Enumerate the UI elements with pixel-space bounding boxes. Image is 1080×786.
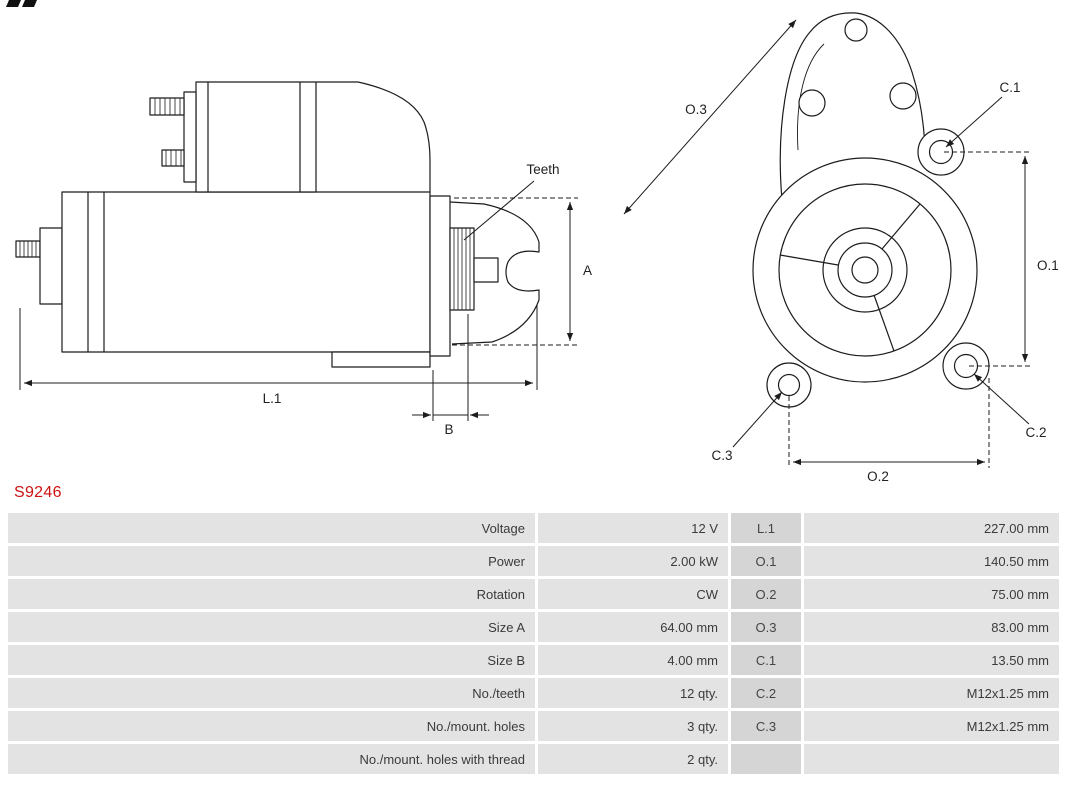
spec-dim-label: C.1 [731,645,801,675]
label-dim-o3: O.3 [685,102,707,117]
spec-value: 12 qty. [538,678,728,708]
spec-row-size-a: Size A 64.00 mm O.3 83.00 mm [8,612,1072,642]
solenoid-terminal [161,149,185,167]
brand-logo [6,0,37,7]
label-teeth: Teeth [526,162,559,177]
spec-dim-value: 75.00 mm [804,579,1059,609]
spec-dim-label: O.1 [731,546,801,576]
technical-drawing: Teeth A L.1 B [6,0,1059,482]
spec-row-mount-holes-thread: No./mount. holes with thread 2 qty. [8,744,1072,774]
spec-label: No./mount. holes with thread [8,744,535,774]
part-number: S9246 [14,484,62,501]
spec-value: 2.00 kW [538,546,728,576]
spec-dim-value: 227.00 mm [804,513,1059,543]
spec-dim-value: 140.50 mm [804,546,1059,576]
housing-hole-top [844,18,868,42]
spec-dim-label: C.2 [731,678,801,708]
mounting-flange [429,195,451,357]
spec-label: Size B [8,645,535,675]
spec-value: 12 V [538,513,728,543]
label-dim-c3: C.3 [711,448,732,463]
spec-label: Voltage [8,513,535,543]
flange-face [752,157,978,383]
spec-label: No./teeth [8,678,535,708]
side-view [15,81,540,368]
label-dim-o1: O.1 [1037,258,1059,273]
spec-label: Power [8,546,535,576]
spec-table: Voltage 12 V L.1 227.00 mm Power 2.00 kW… [8,513,1072,774]
mounting-hole-c3 [777,373,801,397]
pinion-shaft [473,257,499,283]
spec-dim-value: M12x1.25 mm [804,678,1059,708]
spec-dim-value [804,744,1059,774]
spec-row-size-b: Size B 4.00 mm C.1 13.50 mm [8,645,1072,675]
spec-row-mount-holes: No./mount. holes 3 qty. C.3 M12x1.25 mm [8,711,1072,741]
spec-dim-value: 13.50 mm [804,645,1059,675]
shaft-hub [837,242,893,298]
front-view [752,12,990,408]
spec-label: No./mount. holes [8,711,535,741]
spec-dim-label [731,744,801,774]
spec-dim-label: O.2 [731,579,801,609]
spec-dim-label: O.3 [731,612,801,642]
solenoid [195,81,317,193]
label-dim-l1: L.1 [263,391,282,406]
spec-dim-value: 83.00 mm [804,612,1059,642]
spec-label: Rotation [8,579,535,609]
spec-dim-value: M12x1.25 mm [804,711,1059,741]
spec-value: CW [538,579,728,609]
housing-hole-right [889,82,917,110]
spec-value: 2 qty. [538,744,728,774]
label-dim-o2: O.2 [867,469,889,482]
spec-dim-label: L.1 [731,513,801,543]
spec-dim-label: C.3 [731,711,801,741]
front-dimensions [623,19,1032,468]
spec-value: 4.00 mm [538,645,728,675]
label-dim-a: A [583,263,592,278]
label-dim-c2: C.2 [1025,425,1046,440]
spec-label: Size A [8,612,535,642]
spec-row-voltage: Voltage 12 V L.1 227.00 mm [8,513,1072,543]
spec-value: 64.00 mm [538,612,728,642]
drive-housing [316,81,431,192]
spec-row-rotation: Rotation CW O.2 75.00 mm [8,579,1072,609]
spec-row-power: Power 2.00 kW O.1 140.50 mm [8,546,1072,576]
housing-hole-left [798,89,826,117]
label-dim-c1: C.1 [999,80,1020,95]
label-dim-b: B [444,422,453,437]
motor-body [61,191,431,353]
spec-value: 3 qty. [538,711,728,741]
spec-row-teeth: No./teeth 12 qty. C.2 M12x1.25 mm [8,678,1072,708]
solenoid-terminal [149,97,185,116]
side-dimensions [19,180,578,421]
